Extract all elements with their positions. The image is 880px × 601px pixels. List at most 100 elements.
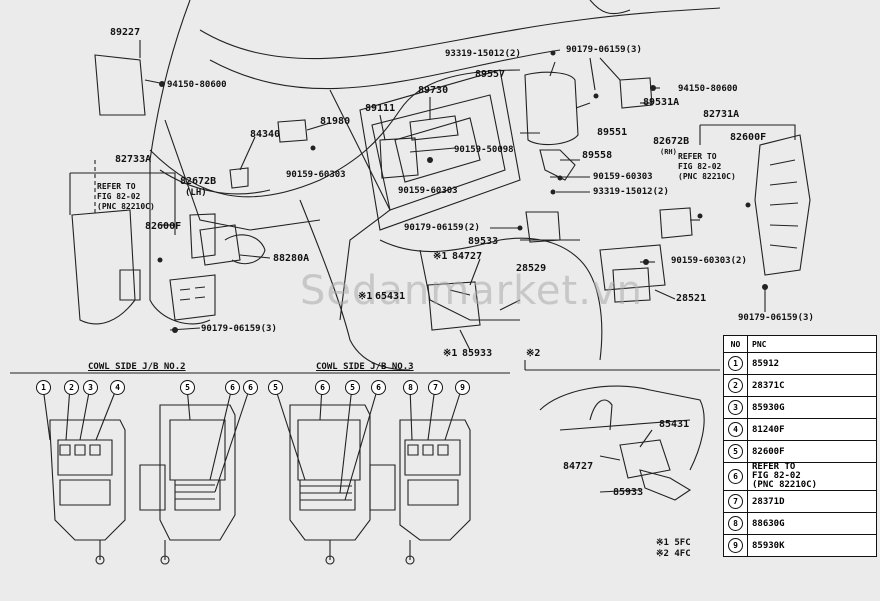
callout-6-jb3-b: 6: [371, 380, 386, 395]
part-label-82672b-lh-sub: (LH): [185, 188, 207, 198]
mark2-header: ※2: [526, 348, 541, 359]
part-label-89533: 89533: [468, 236, 499, 247]
callout-2: 2: [64, 380, 79, 395]
row-number: 7: [728, 494, 743, 509]
row-number: 9: [728, 538, 743, 553]
table-row: 3 85930G: [723, 396, 877, 419]
part-label-89111: 89111: [365, 103, 396, 114]
watermark: Sedanmarket.vn: [300, 268, 643, 314]
row-number: 8: [728, 516, 743, 531]
row-number: 5: [728, 444, 743, 459]
callout-1: 1: [36, 380, 51, 395]
refer-note-right-line2: FIG 82-02: [678, 162, 722, 171]
part-label-28521: 28521: [676, 293, 707, 304]
part-label-89730: 89730: [418, 85, 449, 96]
refer-note-left-line3: (PNC 82210C): [97, 202, 155, 211]
part-label-82672b-rh: 82672B: [653, 136, 690, 147]
part-label-89557: 89557: [475, 69, 506, 80]
header-pnc: PNC: [747, 335, 877, 353]
part-label-84727: 84727: [452, 251, 483, 262]
header-no: NO: [723, 335, 748, 353]
row-number: 4: [728, 422, 743, 437]
callout-6-jb2-a: 6: [225, 380, 240, 395]
part-label-90179-06159-b: 90179-06159(2): [404, 223, 480, 233]
part-label-90179-06159-d: 90179-06159(3): [738, 313, 814, 323]
row-number: 6: [728, 469, 743, 484]
callout-5-jb3-a: 5: [268, 380, 283, 395]
legend-4fc: ※2 4FC: [656, 549, 691, 559]
part-label-89227: 89227: [110, 27, 141, 38]
table-row: 9 85930K: [723, 534, 877, 557]
callout-6-jb2-b: 6: [243, 380, 258, 395]
table-row: 8 88630G: [723, 512, 877, 535]
caption-cowl-side-jb-no3: COWL SIDE J/B NO.3: [316, 362, 414, 372]
row-number: 2: [728, 378, 743, 393]
row-pnc: 85912: [747, 352, 877, 375]
part-label-82733a: 82733A: [115, 154, 152, 165]
row-pnc-line: (PNC 82210C): [752, 480, 818, 490]
refer-note-right: REFER TO FIG 82-02 (PNC 82210C): [678, 152, 736, 182]
refer-note-right-line3: (PNC 82210C): [678, 172, 736, 181]
part-label-85933-inset: 85933: [613, 487, 644, 498]
row-number: 1: [728, 356, 743, 371]
part-label-89551: 89551: [597, 127, 628, 138]
refer-note-left-line1: REFER TO: [97, 182, 136, 191]
mark1-65431: ※1: [358, 291, 373, 302]
table-row: 4 81240F: [723, 418, 877, 441]
part-label-81980: 81980: [320, 116, 351, 127]
row-pnc-line: REFER TO: [752, 462, 796, 472]
legend-5fc: ※1 5FC: [656, 538, 691, 548]
callout-8: 8: [403, 380, 418, 395]
part-label-93319-15012-top: 93319-15012(2): [445, 49, 521, 59]
callout-9: 9: [455, 380, 470, 395]
part-label-90159-60303-d: 90159-60303(2): [671, 256, 747, 266]
part-label-89558: 89558: [582, 150, 613, 161]
table-row: 2 28371C: [723, 374, 877, 397]
row-pnc: 85930K: [747, 534, 877, 557]
part-label-85933: 85933: [462, 348, 493, 359]
part-label-82672b-lh: 82672B: [180, 176, 217, 187]
part-label-28529: 28529: [516, 263, 547, 274]
row-pnc: 85930G: [747, 396, 877, 419]
part-label-94150-80600-right: 94150-80600: [678, 84, 738, 94]
part-label-82731a: 82731A: [703, 109, 740, 120]
part-label-82600f-right: 82600F: [730, 132, 767, 143]
part-label-90179-06159-c: 90179-06159(3): [201, 324, 277, 334]
part-label-93319-15012-b: 93319-15012(2): [593, 187, 669, 197]
row-pnc-line: FIG 82-02: [752, 471, 801, 481]
part-label-84727-inset: 84727: [563, 461, 594, 472]
row-pnc: 28371C: [747, 374, 877, 397]
callout-5-jb3-b: 5: [345, 380, 360, 395]
row-pnc: 82600F: [747, 440, 877, 463]
part-label-90159-50098: 90159-50098: [454, 145, 514, 155]
part-label-90159-60303-b: 90159-60303: [398, 186, 458, 196]
refer-note-left-line2: FIG 82-02: [97, 192, 141, 201]
part-label-94150-80600: 94150-80600: [167, 80, 227, 90]
callout-5-jb2: 5: [180, 380, 195, 395]
part-label-88280a: 88280A: [273, 253, 310, 264]
row-number: 3: [728, 400, 743, 415]
row-pnc: 88630G: [747, 512, 877, 535]
part-label-90159-60303-c: 90159-60303: [593, 172, 653, 182]
callout-6-jb3-a: 6: [315, 380, 330, 395]
part-label-82672b-rh-sub: (RH): [660, 148, 677, 156]
part-label-82600f-left: 82600F: [145, 221, 182, 232]
refer-note-right-line1: REFER TO: [678, 152, 717, 161]
callout-4: 4: [110, 380, 125, 395]
part-label-85431-inset: 85431: [659, 419, 690, 430]
refer-note-left: REFER TO FIG 82-02 (PNC 82210C): [97, 182, 155, 212]
callout-3: 3: [83, 380, 98, 395]
row-pnc: 81240F: [747, 418, 877, 441]
mark1-85933: ※1: [443, 348, 458, 359]
part-label-84340: 84340: [250, 129, 281, 140]
part-label-90159-60303: 90159-60303: [286, 170, 346, 180]
pnc-table-header: NO PNC: [723, 335, 877, 353]
table-row: 1 85912: [723, 352, 877, 375]
part-label-65431: 65431: [375, 291, 406, 302]
part-label-89531a: 89531A: [643, 97, 680, 108]
